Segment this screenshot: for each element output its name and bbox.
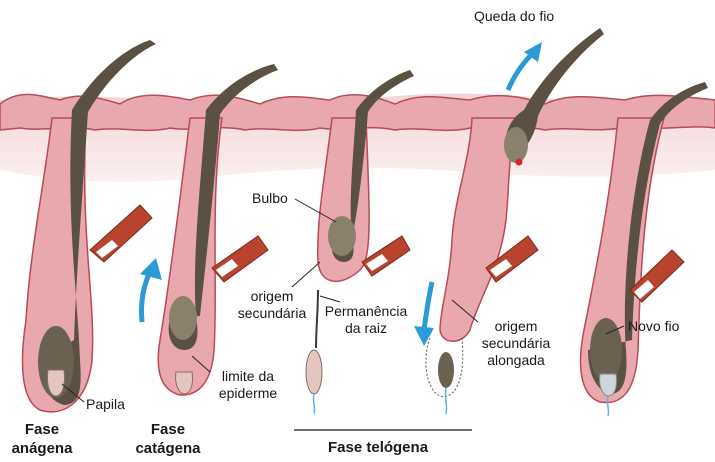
label-papila: Papila xyxy=(86,396,125,413)
label-origem-secundaria-alongada: origem secundária alongada xyxy=(474,318,558,369)
arrow-up-catagen xyxy=(140,258,162,322)
label-permanencia-line1: Permanência xyxy=(318,303,414,320)
label-bulbo: Bulbo xyxy=(252,190,288,207)
label-fase-anagena-line2: anágena xyxy=(2,439,82,458)
label-fase-catagena: Fase catágena xyxy=(126,420,210,458)
label-limite-line2: epiderme xyxy=(208,385,288,402)
label-fase-catagena-line1: Fase xyxy=(126,420,210,439)
label-fase-anagena: Fase anágena xyxy=(2,420,82,458)
label-origem-secundaria: origem secundária xyxy=(232,288,312,322)
label-novo-fio: Novo fio xyxy=(628,318,679,335)
label-alongada-line2: secundária xyxy=(474,335,558,352)
label-alongada-line1: origem xyxy=(474,318,558,335)
label-fase-anagena-line1: Fase xyxy=(2,420,82,439)
arrow-up-shedding xyxy=(508,42,542,90)
label-permanencia-da-raiz: Permanência da raiz xyxy=(318,303,414,337)
label-origem-secundaria-line2: secundária xyxy=(232,305,312,322)
label-fase-telogena: Fase telógena xyxy=(328,438,428,457)
label-alongada-line3: alongada xyxy=(474,352,558,369)
label-limite-da-epiderme: limite da epiderme xyxy=(208,368,288,402)
label-fase-catagena-line2: catágena xyxy=(126,439,210,458)
label-queda-do-fio: Queda do fio xyxy=(474,8,554,25)
label-limite-line1: limite da xyxy=(208,368,288,385)
label-origem-secundaria-line1: origem xyxy=(232,288,312,305)
label-permanencia-line2: da raiz xyxy=(318,320,414,337)
arrow-down-telogen xyxy=(414,282,434,346)
